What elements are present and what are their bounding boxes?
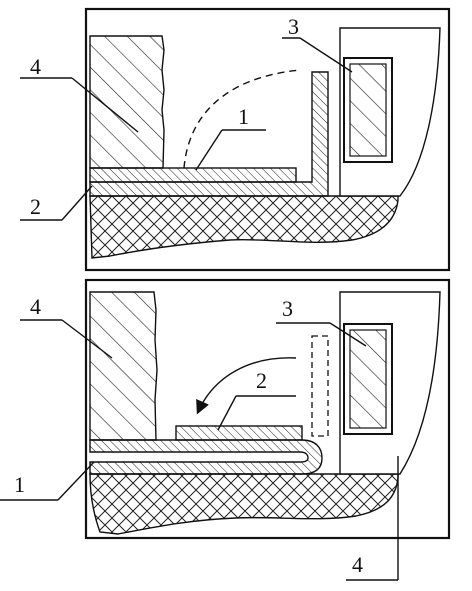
top-base-block xyxy=(89,195,399,259)
top-label-3: 3 xyxy=(288,14,299,39)
top-part1-strip xyxy=(89,167,297,183)
bottom-part1-folded-strip xyxy=(89,439,323,475)
bottom-part2-strip xyxy=(175,425,303,441)
top-label-2: 2 xyxy=(30,194,41,219)
bottom-part4-block xyxy=(89,291,158,441)
bottom-label-4-bottom: 4 xyxy=(352,552,363,577)
top-label-1: 1 xyxy=(238,104,249,129)
bottom-dashed-original-strip xyxy=(311,335,329,437)
top-label-4: 4 xyxy=(30,54,41,79)
bottom-panel-frame xyxy=(84,278,451,540)
bottom-label-2: 2 xyxy=(256,368,267,393)
top-bending-path-dashed xyxy=(183,69,301,169)
bottom-base-block xyxy=(89,473,399,535)
bottom-bending-arrow xyxy=(196,357,297,415)
top-panel: 4 1 2 3 xyxy=(20,7,451,272)
top-panel-frame xyxy=(84,7,451,272)
bottom-label-4-left: 4 xyxy=(30,294,41,319)
bottom-label-3: 3 xyxy=(282,296,293,321)
bottom-label-1: 1 xyxy=(14,472,25,497)
bottom-panel: 4 2 1 3 4 xyxy=(0,278,451,581)
